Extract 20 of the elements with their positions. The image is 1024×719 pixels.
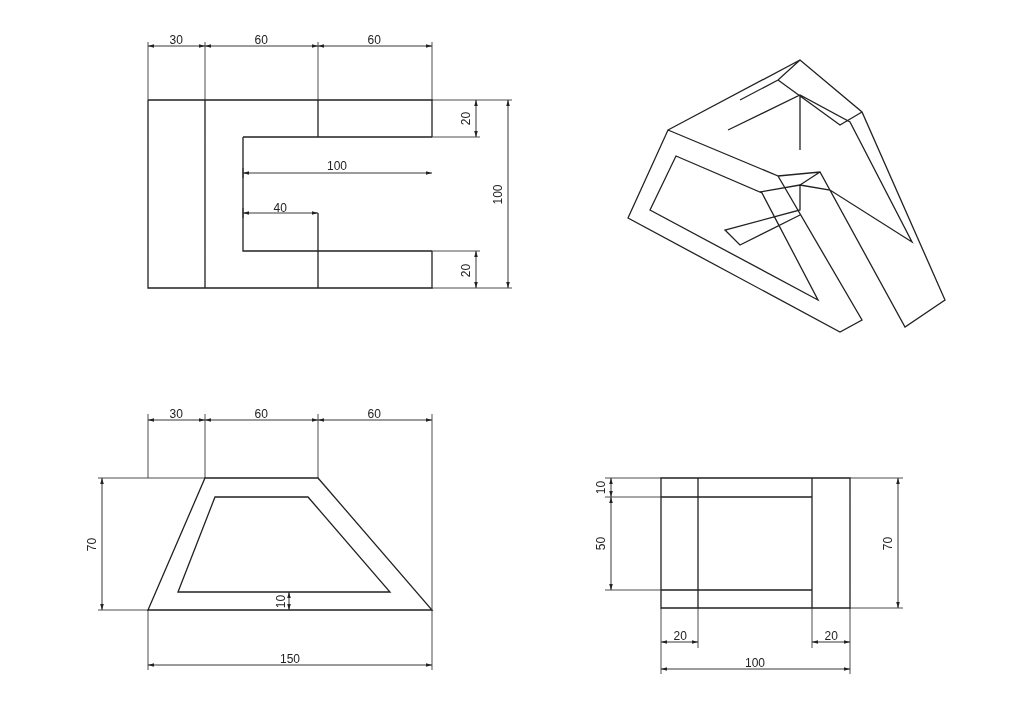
dimension-label: 60	[367, 407, 381, 421]
dimension-label: 20	[673, 629, 687, 643]
dimension-label: 50	[594, 536, 608, 550]
dimension-label: 100	[745, 656, 766, 670]
dimension-label: 30	[169, 407, 183, 421]
dimension-label: 60	[254, 407, 268, 421]
dimension-label: 20	[459, 263, 473, 277]
dimension-label: 100	[327, 159, 348, 173]
dimension-label: 20	[824, 629, 838, 643]
dimension-label: 10	[274, 594, 288, 608]
dimension-label: 40	[273, 201, 287, 215]
dimension-label: 60	[254, 33, 268, 47]
dimension-label: 70	[85, 537, 99, 551]
dimension-label: 30	[169, 33, 183, 47]
dimension-label: 100	[491, 184, 505, 204]
dimension-label: 10	[594, 480, 608, 494]
dimension-label: 150	[280, 652, 301, 666]
dimension-label: 70	[881, 536, 895, 550]
dimension-label: 60	[367, 33, 381, 47]
dimension-label: 20	[459, 111, 473, 125]
